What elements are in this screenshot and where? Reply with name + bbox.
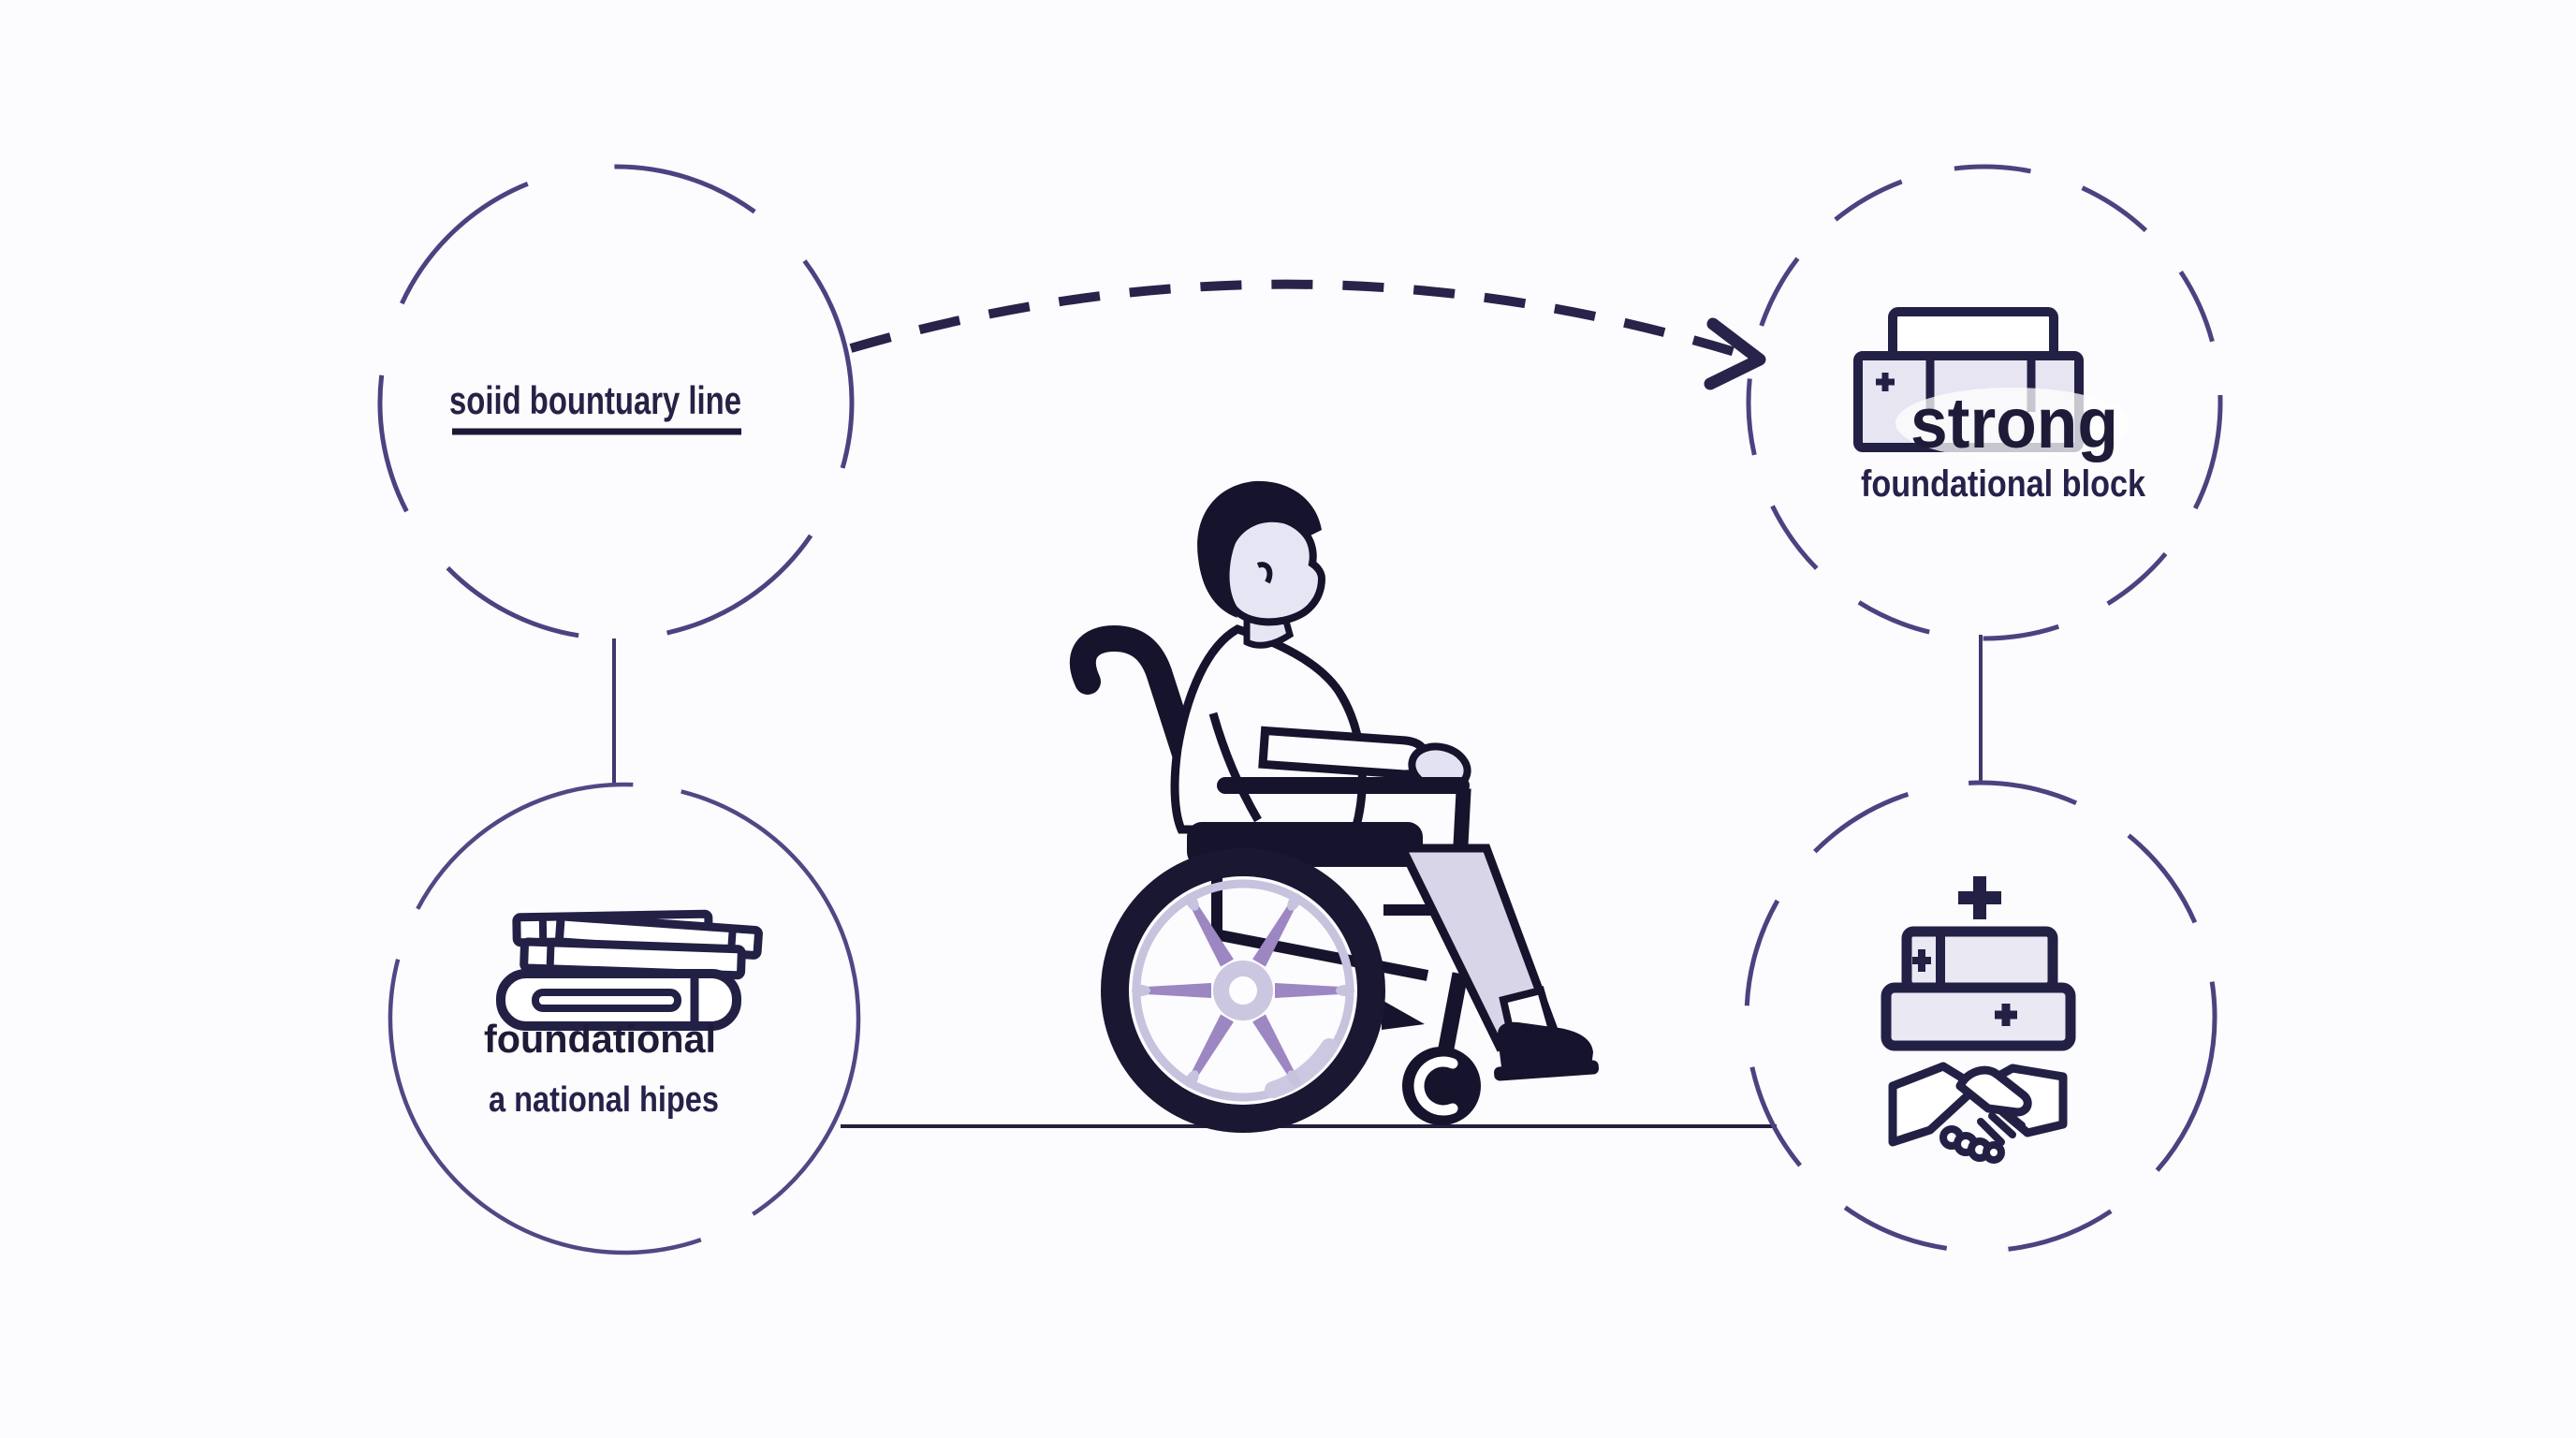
- battery-blocks-icon: [1881, 926, 2076, 1051]
- wheel-hub-hole: [1229, 976, 1257, 1005]
- wheel-tire: [1101, 848, 1385, 1133]
- foundation-block-icon: [1853, 307, 2130, 459]
- bottom-right-circle: [1744, 780, 2217, 1254]
- arrow-head-icon: [1704, 317, 1766, 390]
- handshake-left-cuff: [1888, 1062, 1982, 1147]
- handshake-clasp: [1955, 1065, 2032, 1117]
- handshake-icon: [1888, 1062, 2068, 1164]
- caster-hub-highlight: [1413, 1056, 1458, 1116]
- person-hair: [1197, 480, 1322, 618]
- top-left-circle: [377, 164, 855, 641]
- book-4-label: [532, 989, 681, 1012]
- wheelchair-footplate: [1494, 1060, 1600, 1081]
- wheelchair-backrest-handle: [1069, 624, 1221, 837]
- node-bottom-left: foundational a national hipes: [484, 909, 763, 1120]
- block-plus-icon: [1876, 373, 1895, 391]
- battery-bottom-plus-icon: [1995, 1004, 2017, 1026]
- node-bottom-right: [1881, 876, 2076, 1164]
- top-right-circle: [1746, 164, 2223, 641]
- person-arm: [1258, 726, 1431, 779]
- top-right-title: strong: [1910, 384, 2118, 463]
- book-3-spine: [546, 944, 555, 967]
- plus-icon: [1958, 876, 2001, 919]
- person-shoe: [1497, 1021, 1593, 1067]
- text-highlight-blob: [1895, 388, 2130, 459]
- person-face: [1222, 512, 1326, 626]
- arrow-curve: [849, 279, 1758, 363]
- curved-dashed-arrow: [849, 279, 1766, 390]
- node-top-left: soiid bountuary line: [449, 378, 741, 435]
- person-in-wheelchair-illustration: [1069, 480, 1600, 1133]
- bottom-left-title: foundational: [484, 1017, 716, 1061]
- wheel-rim-highlight: [1265, 1038, 1338, 1098]
- wheelchair-main-wheel: [1101, 848, 1385, 1133]
- node-top-right: strong foundational block: [1853, 307, 2146, 505]
- top-right-subtitle: foundational block: [1861, 463, 2146, 505]
- wheelchair-armrest: [1217, 777, 1470, 794]
- bottom-left-circle: [388, 782, 861, 1255]
- handshake-knuckles: [1939, 1125, 2005, 1164]
- handshake-fingers: [1977, 1107, 2026, 1146]
- battery-bottom-rect: [1881, 982, 2076, 1051]
- book-4: [496, 969, 741, 1031]
- battery-top-plus-icon: [1912, 949, 1931, 972]
- top-left-label: soiid bountuary line: [449, 378, 741, 422]
- books-stack-icon: [496, 909, 763, 1031]
- bottom-left-subtitle: a national hipes: [489, 1080, 719, 1120]
- wheelchair-frame: [1211, 865, 1469, 1060]
- person-inner-arm-line: [1208, 712, 1262, 823]
- person-ear: [1256, 562, 1273, 584]
